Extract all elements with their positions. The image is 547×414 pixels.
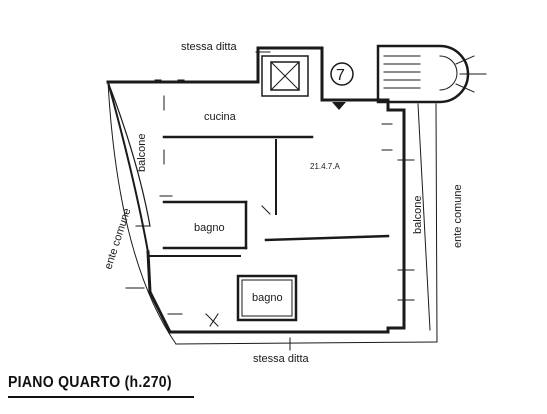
left-common-line: [107, 81, 177, 345]
bottom-common-line: [175, 341, 438, 345]
title-underline: [8, 396, 194, 398]
stair-number-circle: [330, 62, 354, 86]
label-left-balcony: balcone: [136, 133, 148, 172]
bath2-inner: [241, 279, 293, 317]
label-unit-code: 21.4.7.A: [310, 162, 340, 171]
label-bottom-neighbor: stessa ditta: [253, 353, 310, 365]
label-left-common: ente comune: [102, 207, 133, 271]
label-stair-number: 7: [336, 67, 345, 84]
label-right-common: ente comune: [452, 184, 464, 248]
label-bathroom-2: bagno: [252, 292, 283, 304]
elevator-icon: [261, 55, 309, 97]
hall-wall: [264, 234, 390, 242]
right-balcony-rail: [417, 103, 431, 331]
label-bathroom-1: bagno: [194, 222, 225, 234]
label-top-neighbor: stessa ditta: [181, 41, 238, 53]
wall-ticks: [125, 79, 415, 327]
left-curved-wall: [106, 80, 150, 254]
bath2-outer: [236, 274, 298, 322]
right-common-line: [435, 103, 438, 343]
floor-title: PIANO QUARTO (h.270): [8, 374, 172, 391]
north-arrow-icon: [332, 102, 346, 110]
label-right-balcony: balcone: [412, 195, 424, 234]
label-kitchen: cucina: [204, 111, 237, 123]
stair-icon: [376, 44, 487, 104]
outer-wall: [106, 46, 406, 334]
left-balcony-rail: [107, 81, 151, 227]
